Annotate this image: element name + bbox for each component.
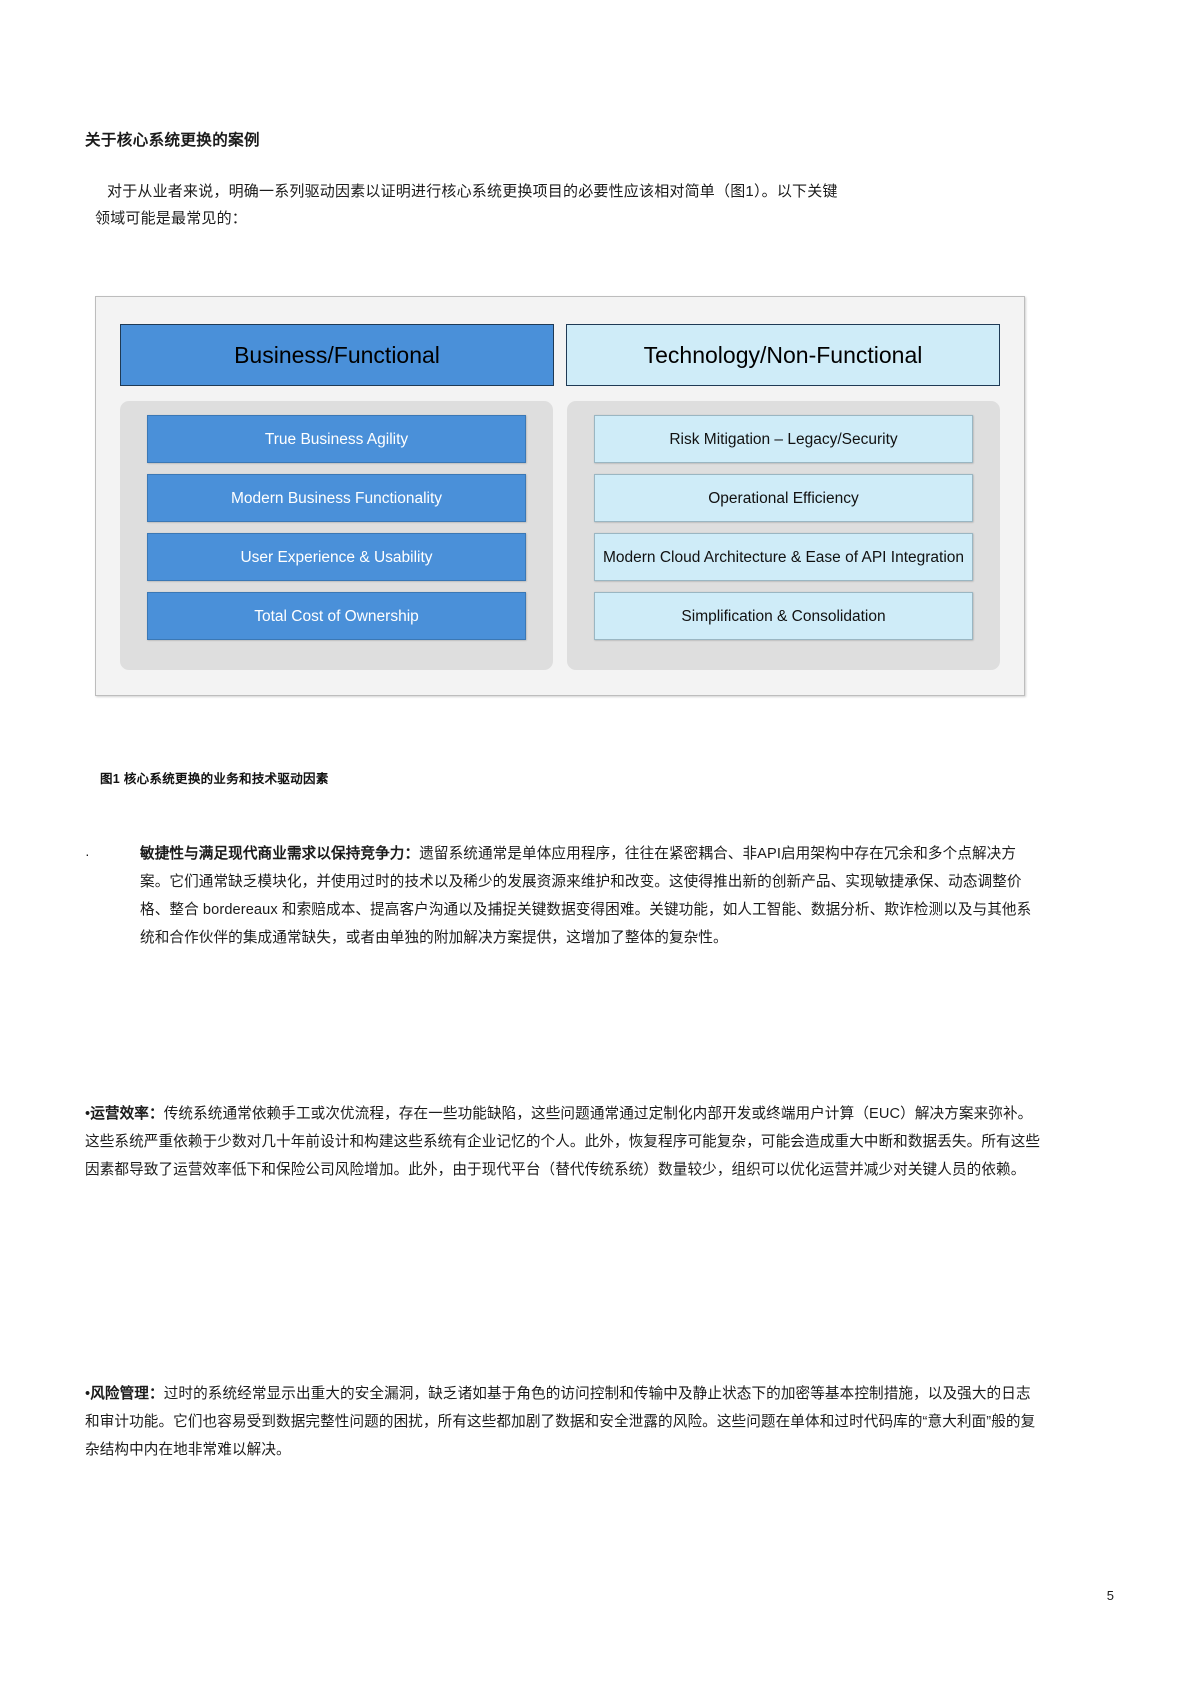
driver-item: Operational Efficiency — [594, 474, 973, 522]
driver-item: Total Cost of Ownership — [147, 592, 526, 640]
driver-item: True Business Agility — [147, 415, 526, 463]
bullet-operational-efficiency: •运营效率：传统系统通常依赖手工或次优流程，存在一些功能缺陷，这些问题通常通过定… — [85, 1100, 1045, 1184]
driver-item: User Experience & Usability — [147, 533, 526, 581]
bullet-marker: • — [85, 1386, 91, 1402]
figure-1: Business/Functional Technology/Non-Funct… — [95, 296, 1025, 696]
bullet-title: 运营效率： — [90, 1106, 164, 1122]
bullet-text: 遗留系统通常是单体应用程序，往往在紧密耦合、非API启用架构中存在冗余和多个点解… — [140, 846, 1032, 946]
driver-item: Risk Mitigation – Legacy/Security — [594, 415, 973, 463]
figure-columns: True Business Agility Modern Business Fu… — [120, 401, 1000, 670]
column-business-items: True Business Agility Modern Business Fu… — [120, 401, 553, 670]
bullet-text: 过时的系统经常显示出重大的安全漏洞，缺乏诸如基于角色的访问控制和传输中及静止状态… — [85, 1386, 1036, 1458]
bullet-risk-management: •风险管理：过时的系统经常显示出重大的安全漏洞，缺乏诸如基于角色的访问控制和传输… — [85, 1380, 1045, 1464]
column-technology-items: Risk Mitigation – Legacy/Security Operat… — [567, 401, 1000, 670]
bullet-title: 风险管理： — [90, 1386, 164, 1402]
bullet-body: 敏捷性与满足现代商业需求以保持竞争力：遗留系统通常是单体应用程序，往往在紧密耦合… — [140, 840, 1045, 952]
column-header-business: Business/Functional — [120, 324, 554, 386]
bullet-text: 传统系统通常依赖手工或次优流程，存在一些功能缺陷，这些问题通常通过定制化内部开发… — [85, 1106, 1041, 1178]
bullet-marker: · — [85, 846, 90, 862]
intro-paragraph: 对于从业者来说，明确一系列驱动因素以证明进行核心系统更换项目的必要性应该相对简单… — [85, 178, 1035, 232]
intro-line-2: 领域可能是最常见的： — [95, 210, 248, 227]
driver-item: Modern Cloud Architecture & Ease of API … — [594, 533, 973, 581]
figure-header-row: Business/Functional Technology/Non-Funct… — [96, 324, 1024, 386]
intro-line-1: 对于从业者来说，明确一系列驱动因素以证明进行核心系统更换项目的必要性应该相对简单… — [107, 183, 838, 200]
bullet-marker: • — [85, 1106, 91, 1122]
column-header-technology: Technology/Non-Functional — [566, 324, 1000, 386]
page-title: 关于核心系统更换的案例 — [85, 132, 260, 149]
figure-caption: 图1 核心系统更换的业务和技术驱动因素 — [100, 772, 329, 786]
bullet-title: 敏捷性与满足现代商业需求以保持竞争力： — [140, 846, 420, 862]
driver-item: Simplification & Consolidation — [594, 592, 973, 640]
page-number: 5 — [1106, 1588, 1114, 1603]
driver-item: Modern Business Functionality — [147, 474, 526, 522]
bullet-agility: · 敏捷性与满足现代商业需求以保持竞争力：遗留系统通常是单体应用程序，往往在紧密… — [85, 840, 1045, 952]
